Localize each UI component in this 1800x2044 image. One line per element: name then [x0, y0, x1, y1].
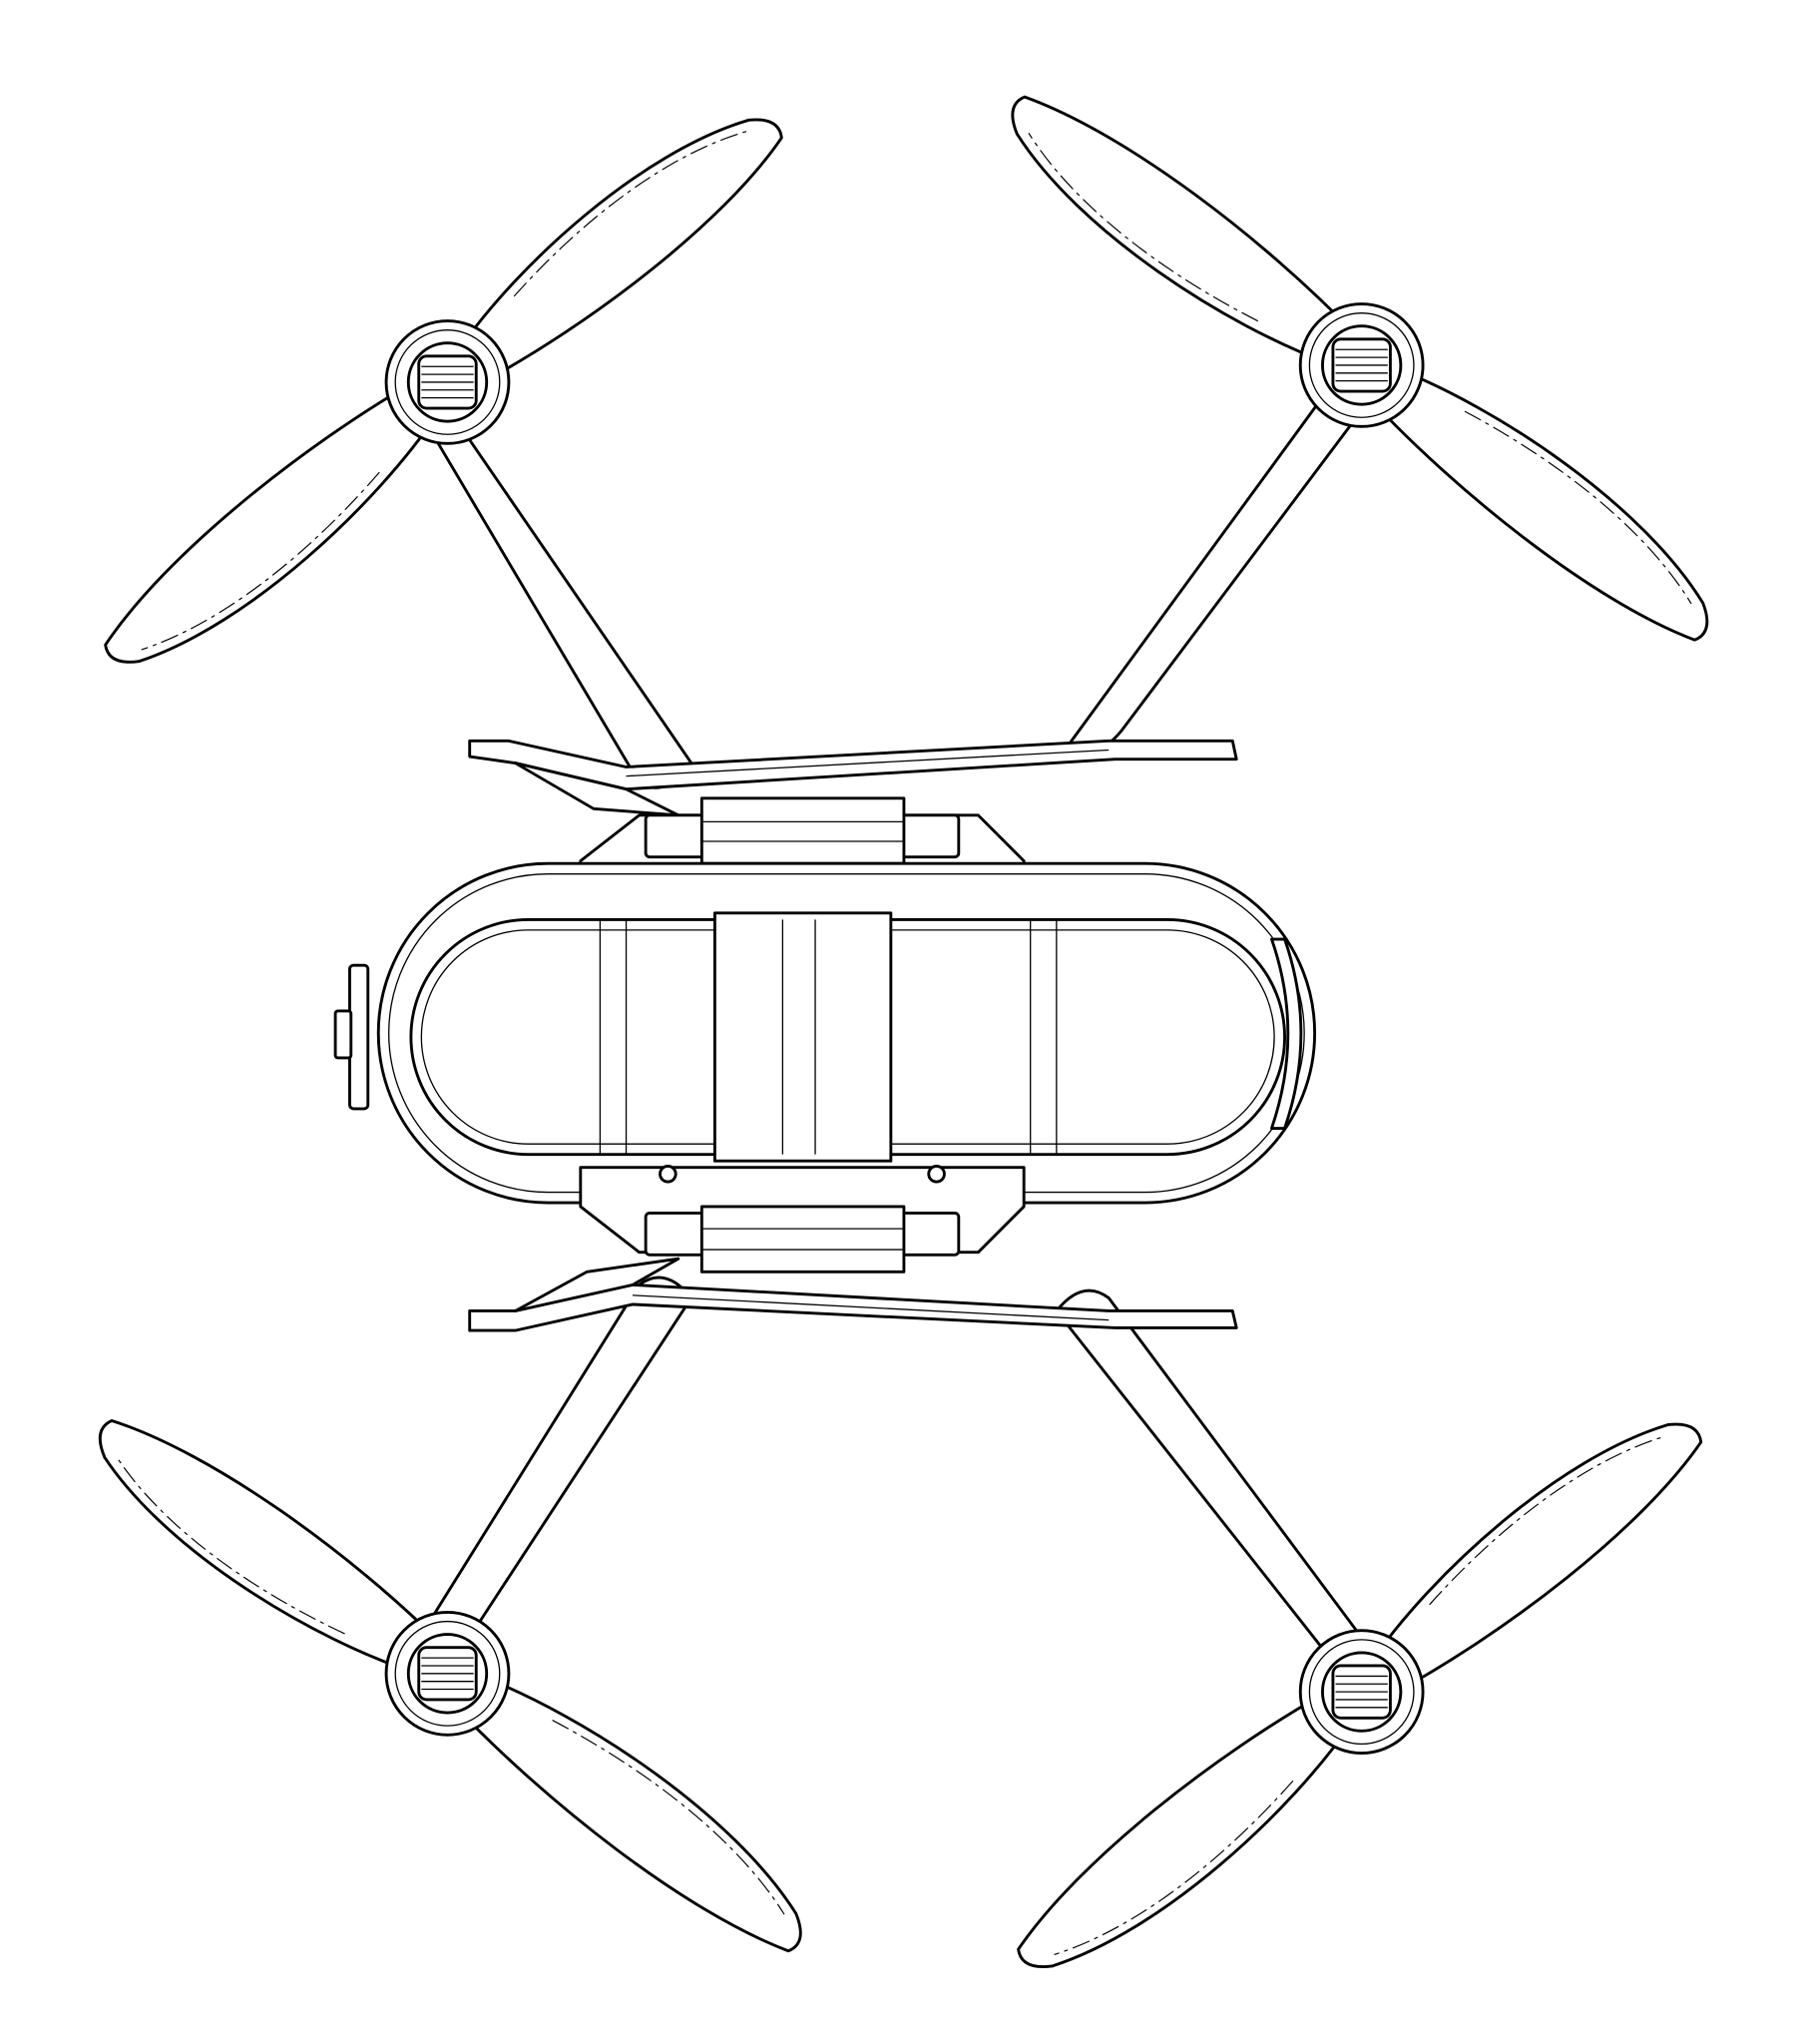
- screw-icon: [927, 1164, 946, 1184]
- front-left-propeller-blade-1: [455, 118, 783, 385]
- front-right-arm: [1068, 402, 1358, 753]
- front-right-propeller-blade-2: [1367, 365, 1709, 642]
- bottom-landing-skid: [468, 1257, 1238, 1332]
- front-left-motor-hub: [384, 319, 511, 445]
- front-right-motor-hub: [1298, 302, 1425, 428]
- motor-hubs: [384, 302, 1425, 1755]
- rear-right-propeller-blade-1: [1370, 1422, 1703, 1695]
- drone-body: [333, 861, 1317, 1205]
- rear-right-arm: [1055, 1288, 1358, 1652]
- rear-left-motor-hub: [384, 1610, 511, 1737]
- rear-right-propeller-blade-2: [1017, 1690, 1354, 1969]
- rear-right-motor-hub: [1298, 1629, 1425, 1755]
- propellers: [98, 95, 1709, 1969]
- arms: [422, 402, 1358, 1652]
- rear-left-propeller-blade-1: [98, 1419, 441, 1675]
- front-left-propeller-blade-2: [104, 380, 440, 664]
- rear-left-arm: [422, 1276, 693, 1639]
- front-right-propeller-blade-1: [1011, 95, 1356, 365]
- screw-icon: [659, 1164, 677, 1184]
- rear-left-propeller-blade-2: [453, 1674, 802, 1953]
- top-landing-skid: [468, 739, 1238, 817]
- bottom-mount-bracket: [579, 1164, 1026, 1274]
- front-left-arm: [429, 428, 693, 789]
